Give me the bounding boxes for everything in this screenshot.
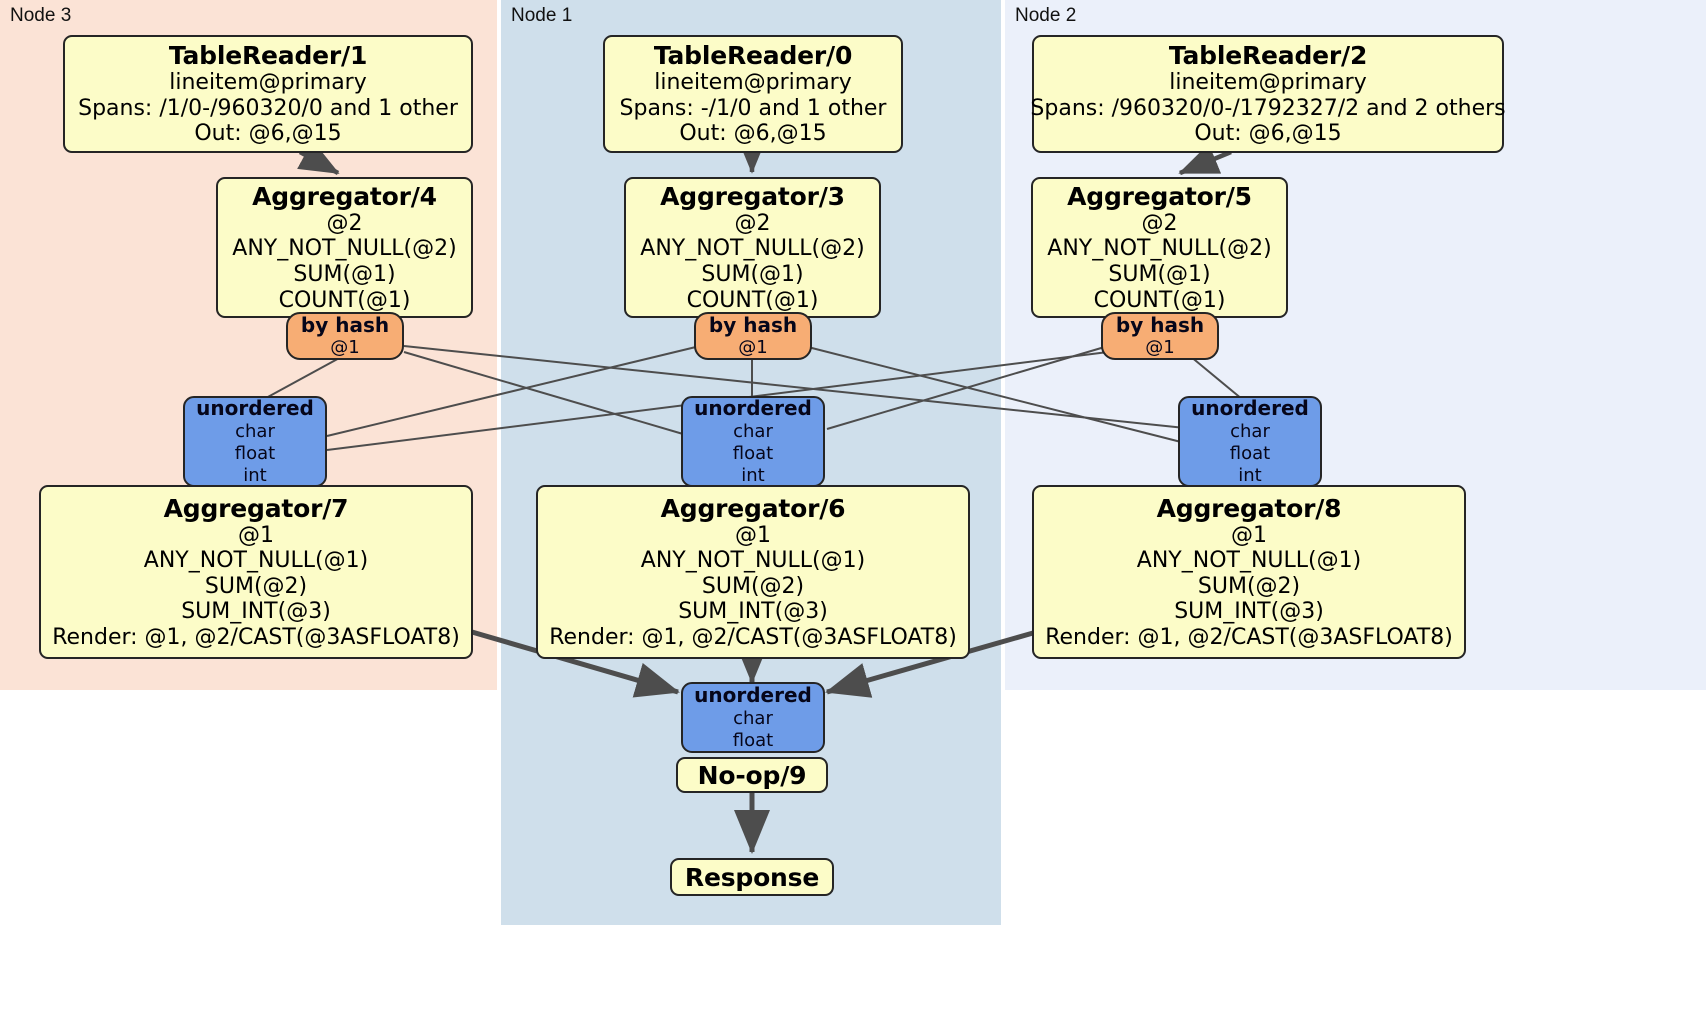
router-title: unordered: [1191, 396, 1309, 421]
router-line: @1: [1145, 337, 1175, 359]
processor-render-line: Render: @1, @2/CAST(@3ASFLOAT8): [549, 624, 957, 650]
processor-title: Aggregator/7: [163, 493, 349, 523]
processor-line: Out: @6,@15: [194, 121, 342, 147]
processor-line: ANY_NOT_NULL(@2): [640, 236, 865, 262]
node-panel-label-node2: Node 2: [1015, 5, 1077, 26]
processor-title: Aggregator/5: [1067, 181, 1252, 211]
processor-line: SUM(@2): [1197, 573, 1301, 599]
router-line: float: [732, 442, 774, 464]
processor-line: SUM_INT(@3): [1174, 599, 1324, 625]
processor-aggregator-6[interactable]: Aggregator/6 @1 ANY_NOT_NULL(@1) SUM(@2)…: [536, 485, 970, 659]
processor-line: @1: [1231, 522, 1267, 548]
processor-line: lineitem@primary: [1169, 70, 1367, 96]
processor-line: ANY_NOT_NULL(@1): [1136, 548, 1362, 574]
processor-line: ANY_NOT_NULL(@2): [232, 236, 457, 262]
processor-line: Spans: /1/0-/960320/0 and 1 other: [78, 95, 458, 121]
processor-render-line: Render: @1, @2/CAST(@3ASFLOAT8): [1045, 624, 1453, 650]
processor-title: Response: [684, 862, 820, 892]
processor-aggregator-4[interactable]: Aggregator/4 @2 ANY_NOT_NULL(@2) SUM(@1)…: [216, 177, 473, 318]
router-line: @1: [330, 337, 360, 359]
router-title: by hash: [708, 312, 798, 337]
processor-line: Spans: /960320/0-/1792327/2 and 2 others: [1030, 95, 1506, 121]
processor-title: Aggregator/6: [660, 493, 846, 523]
processor-line: Spans: -/1/0 and 1 other: [619, 95, 887, 121]
processor-noop-9[interactable]: No-op/9: [676, 757, 828, 793]
router-line: int: [243, 464, 267, 486]
router-by-hash-middle[interactable]: by hash @1: [694, 312, 812, 360]
processor-title: Aggregator/8: [1156, 493, 1342, 523]
router-line: float: [1229, 442, 1271, 464]
processor-aggregator-5[interactable]: Aggregator/5 @2 ANY_NOT_NULL(@2) SUM(@1)…: [1031, 177, 1288, 318]
processor-title: TableReader/1: [168, 41, 368, 71]
processor-line: @2: [326, 210, 363, 236]
router-title: unordered: [694, 396, 812, 421]
router-line: char: [235, 420, 275, 442]
processor-line: @1: [735, 522, 771, 548]
router-line: float: [732, 729, 774, 751]
router-unordered-right[interactable]: unordered char float int: [1178, 396, 1322, 487]
processor-table-reader-2[interactable]: TableReader/2 lineitem@primary Spans: /9…: [1030, 35, 1506, 153]
processor-line: ANY_NOT_NULL(@2): [1047, 236, 1272, 262]
processor-line: ANY_NOT_NULL(@1): [143, 548, 369, 574]
processor-line: COUNT(@1): [686, 287, 819, 313]
node-panel-label-node1: Node 1: [511, 5, 573, 26]
router-line: @1: [738, 337, 768, 359]
processor-title: Aggregator/4: [252, 181, 437, 211]
router-line: int: [1238, 464, 1262, 486]
processor-table-reader-0[interactable]: TableReader/0 lineitem@primary Spans: -/…: [603, 35, 903, 153]
node-panel-label-node3: Node 3: [10, 5, 72, 26]
router-line: char: [733, 420, 773, 442]
processor-aggregator-7[interactable]: Aggregator/7 @1 ANY_NOT_NULL(@1) SUM(@2)…: [39, 485, 473, 659]
processor-line: ANY_NOT_NULL(@1): [640, 548, 866, 574]
processor-aggregator-3[interactable]: Aggregator/3 @2 ANY_NOT_NULL(@2) SUM(@1)…: [624, 177, 881, 318]
processor-line: lineitem@primary: [169, 70, 367, 96]
processor-line: Out: @6,@15: [679, 121, 827, 147]
processor-response[interactable]: Response: [670, 858, 834, 896]
router-title: unordered: [196, 396, 314, 421]
router-unordered-final[interactable]: unordered char float: [681, 682, 825, 753]
processor-line: SUM_INT(@3): [678, 599, 828, 625]
router-line: int: [741, 464, 765, 486]
processor-line: SUM(@1): [293, 262, 396, 287]
processor-title: Aggregator/3: [660, 181, 845, 211]
router-title: unordered: [694, 683, 812, 708]
processor-line: @1: [238, 522, 274, 548]
processor-line: SUM(@1): [1108, 262, 1211, 287]
processor-line: lineitem@primary: [654, 70, 852, 96]
processor-line: SUM(@2): [204, 573, 308, 599]
processor-line: COUNT(@1): [1093, 287, 1226, 313]
processor-render-line: Render: @1, @2/CAST(@3ASFLOAT8): [52, 624, 460, 650]
router-line: char: [733, 707, 773, 729]
processor-title: No-op/9: [697, 760, 807, 790]
processor-title: TableReader/0: [653, 41, 853, 71]
processor-line: COUNT(@1): [278, 287, 411, 313]
router-unordered-left[interactable]: unordered char float int: [183, 396, 327, 487]
processor-line: SUM(@2): [701, 573, 805, 599]
router-title: by hash: [1115, 312, 1205, 337]
processor-line: SUM(@1): [701, 262, 804, 287]
router-line: float: [234, 442, 276, 464]
processor-line: Out: @6,@15: [1194, 121, 1342, 147]
processor-title: TableReader/2: [1168, 41, 1368, 71]
router-by-hash-left[interactable]: by hash @1: [286, 312, 404, 360]
router-line: char: [1230, 420, 1270, 442]
router-by-hash-right[interactable]: by hash @1: [1101, 312, 1219, 360]
processor-line: @2: [734, 210, 771, 236]
processor-line: SUM_INT(@3): [181, 599, 331, 625]
processor-line: @2: [1141, 210, 1178, 236]
processor-table-reader-1[interactable]: TableReader/1 lineitem@primary Spans: /1…: [63, 35, 473, 153]
router-unordered-middle[interactable]: unordered char float int: [681, 396, 825, 487]
router-title: by hash: [300, 312, 390, 337]
processor-aggregator-8[interactable]: Aggregator/8 @1 ANY_NOT_NULL(@1) SUM(@2)…: [1032, 485, 1466, 659]
